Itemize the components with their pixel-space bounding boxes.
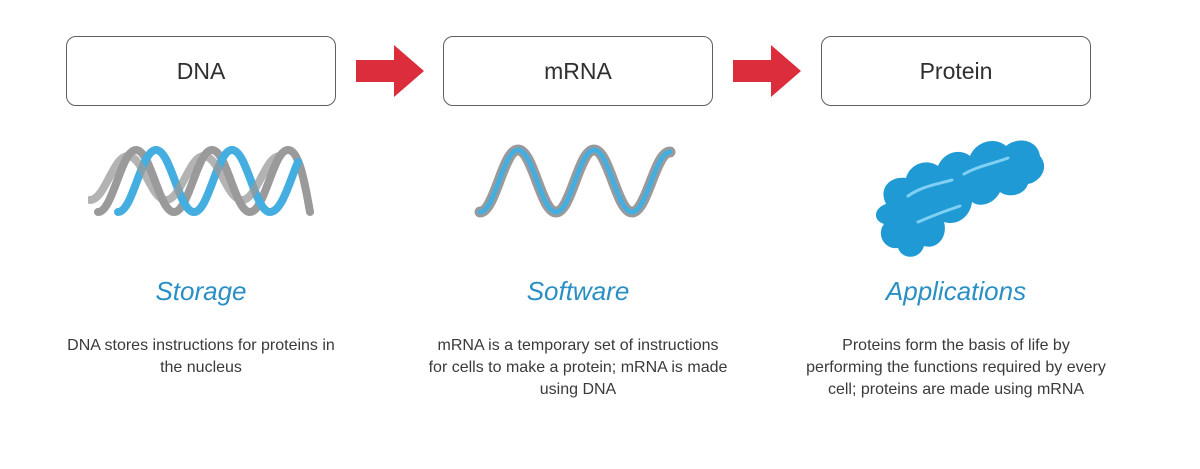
dna-description: DNA stores instructions for proteins in …	[67, 337, 335, 376]
dna-box: DNA	[66, 36, 336, 106]
dna-box-label: DNA	[176, 57, 226, 84]
mrna-box-label: mRNA	[544, 57, 612, 84]
protein-blob-icon	[875, 140, 1045, 257]
dna-double-helix-icon	[88, 145, 314, 217]
software-title: Software	[526, 276, 630, 306]
mrna-single-strand-icon	[474, 144, 676, 218]
protein-box-label: Protein	[919, 57, 993, 84]
mrna-box: mRNA	[443, 36, 713, 106]
mrna-description: mRNA is a temporary set of instructions …	[428, 337, 728, 398]
arrow-right-icon	[356, 45, 424, 97]
protein-box: Protein	[821, 36, 1091, 106]
protein-description: Proteins form the basis of life by perfo…	[806, 337, 1106, 398]
applications-title: Applications	[885, 276, 1027, 306]
storage-title: Storage	[155, 276, 247, 306]
arrow-right-icon	[733, 45, 801, 97]
